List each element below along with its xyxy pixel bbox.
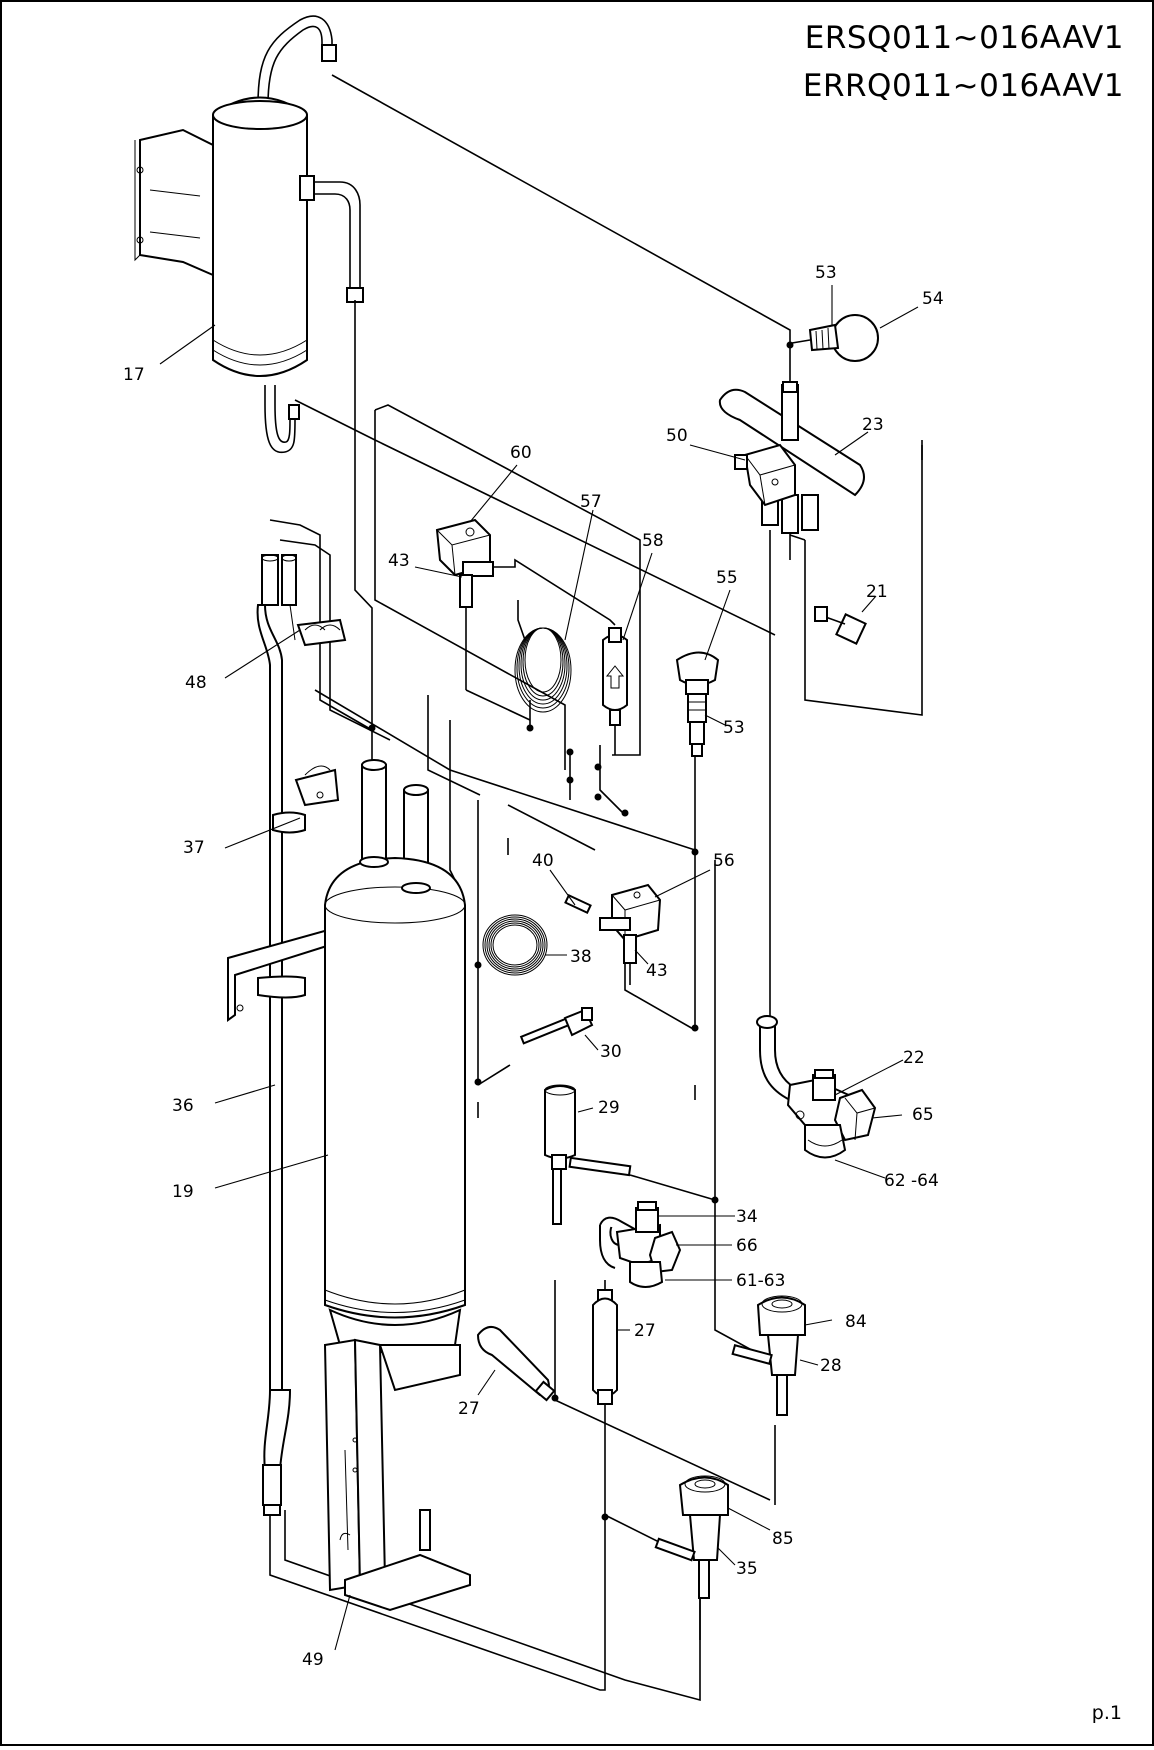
refrigerant-piping: [269, 74, 923, 1702]
filter-40: [564, 893, 592, 915]
sensor-30: [519, 1007, 594, 1045]
accumulator-17: [134, 15, 364, 454]
check-valve-58: [602, 627, 628, 755]
label-19: 19: [172, 1182, 194, 1202]
capillary-coil-38: [482, 914, 548, 976]
label-34: 34: [736, 1207, 758, 1227]
muffler-27-vertical: [592, 1289, 618, 1405]
label-85: 85: [772, 1529, 794, 1549]
page-number: p.1: [1091, 1702, 1122, 1724]
label-65: 65: [912, 1105, 934, 1125]
label-43-mid: 43: [646, 961, 668, 981]
label-53-top: 53: [815, 263, 837, 283]
label-58: 58: [642, 531, 664, 551]
label-84: 84: [845, 1312, 867, 1332]
label-27-right: 27: [634, 1321, 656, 1341]
label-53-mid: 53: [723, 718, 745, 738]
label-66: 66: [736, 1236, 758, 1256]
label-38: 38: [570, 947, 592, 967]
label-40: 40: [532, 851, 554, 871]
label-56: 56: [713, 851, 735, 871]
label-21: 21: [866, 582, 888, 602]
solenoid-valve-56: [599, 883, 662, 985]
label-55: 55: [716, 568, 738, 588]
model-title-line-1: ERSQ011~016AAV1: [804, 20, 1124, 56]
pipe-clamp-48: [256, 554, 347, 1516]
capillary-coil-57: [514, 600, 572, 730]
label-54: 54: [922, 289, 944, 309]
label-30: 30: [600, 1042, 622, 1062]
label-48: 48: [185, 673, 207, 693]
label-23: 23: [862, 415, 884, 435]
stop-valve-22: [756, 1015, 877, 1159]
label-50: 50: [666, 426, 688, 446]
label-49: 49: [302, 1650, 324, 1670]
four-way-valve-23: [718, 381, 865, 534]
compressor-base-49: [323, 1338, 471, 1612]
label-27-left: 27: [458, 1399, 480, 1419]
service-port-55: [675, 651, 720, 757]
stop-valve-34: [599, 1201, 682, 1288]
compressor-19: [324, 759, 466, 1354]
break-marks: [477, 440, 923, 1118]
muffler-27-diagonal: [476, 1325, 556, 1402]
label-35: 35: [736, 1559, 758, 1579]
solenoid-valve-60: [435, 518, 616, 721]
service-port-84: [731, 1295, 806, 1416]
label-22: 22: [903, 1048, 925, 1068]
label-43-top: 43: [388, 551, 410, 571]
label-28: 28: [820, 1356, 842, 1376]
service-port-85: [654, 1475, 729, 1599]
label-36: 36: [172, 1096, 194, 1116]
label-37: 37: [183, 838, 205, 858]
label-60: 60: [510, 443, 532, 463]
pipe-junctions: [368, 341, 794, 1521]
sensor-29: [544, 1084, 632, 1225]
label-62-64: 62 -64: [884, 1171, 939, 1191]
label-57: 57: [580, 492, 602, 512]
charge-port-54: [791, 314, 879, 362]
leader-lines: [159, 285, 919, 1651]
label-61-63: 61-63: [736, 1271, 785, 1291]
label-29: 29: [598, 1098, 620, 1118]
sensor-21: [814, 606, 867, 645]
model-title-line-2: ERRQ011~016AAV1: [802, 68, 1124, 104]
part-number-labels: 17 53 54 23 50 60 57 58 43 55 21 48 53 3…: [123, 263, 944, 1670]
label-17: 17: [123, 365, 145, 385]
